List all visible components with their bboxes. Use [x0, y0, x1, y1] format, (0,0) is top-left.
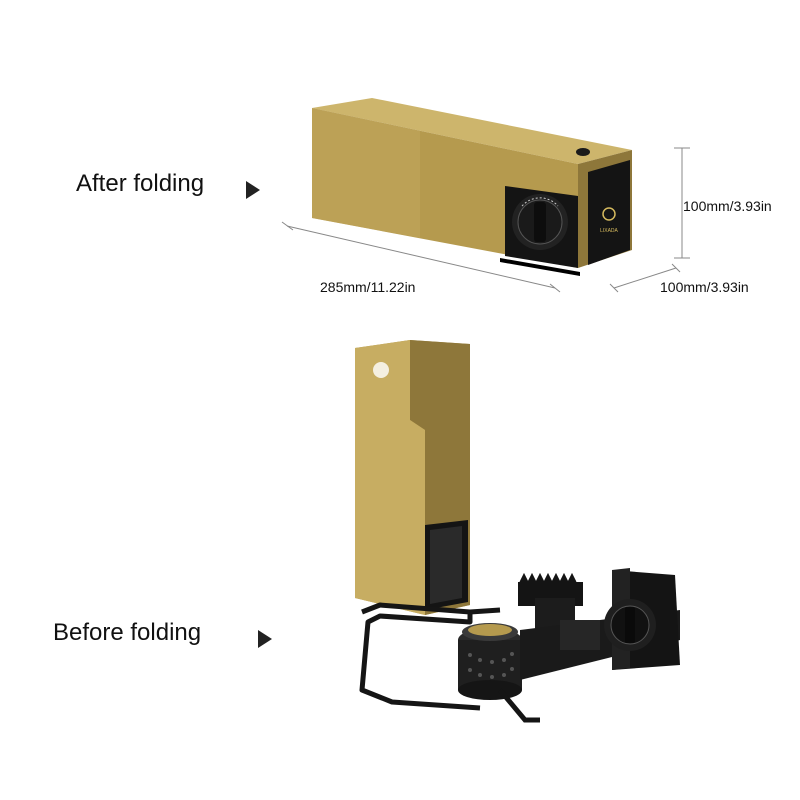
after-folding-label: After folding — [76, 170, 205, 197]
length-dimension: 285mm/11.22in — [320, 279, 416, 295]
dimension-lines — [281, 147, 690, 293]
height-dimension: 100mm/3.93in — [683, 198, 772, 214]
unfolded-stove — [355, 340, 680, 723]
width-dimension: 100mm/3.93in — [660, 279, 749, 295]
before-folding-pointer-icon — [258, 630, 272, 648]
svg-text:LIXADA: LIXADA — [600, 228, 618, 234]
before-folding-label: Before folding — [53, 619, 202, 646]
folded-stove-box: LIXADA — [312, 98, 632, 276]
after-folding-pointer-icon — [246, 181, 260, 199]
